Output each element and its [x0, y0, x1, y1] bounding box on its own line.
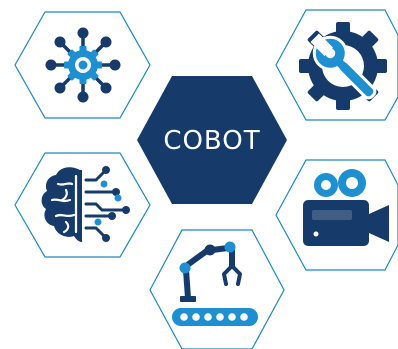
- robotic-arm-conveyor-icon: [172, 241, 258, 326]
- hex-ai: [14, 152, 151, 258]
- hex-network: [14, 11, 151, 119]
- network-gear-icon: [45, 27, 121, 103]
- center-label: COBOT: [163, 126, 260, 156]
- hex-center: COBOT: [137, 76, 287, 204]
- brain-circuit-icon: [41, 166, 130, 242]
- hex-maintenance: [275, 9, 398, 121]
- hex-vision: [275, 159, 398, 271]
- wrench-gear-icon: [299, 22, 387, 110]
- video-camera-icon: [303, 169, 389, 246]
- hex-robotics: [149, 229, 285, 349]
